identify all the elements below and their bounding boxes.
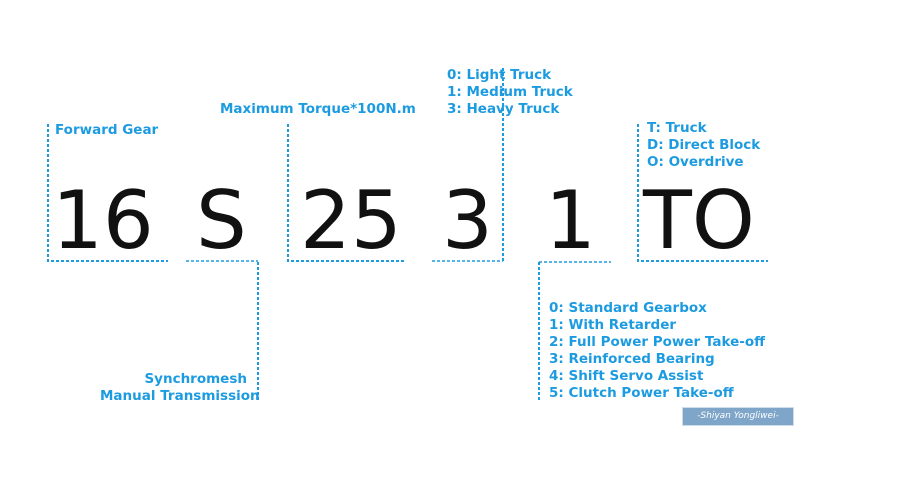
code-option: 1	[545, 174, 596, 267]
code-truck-class: 3	[442, 174, 493, 267]
synchromesh-line: Synchromesh	[144, 371, 247, 387]
forward-gear-label: Forward Gear	[55, 122, 159, 138]
synchromesh-label: Synchromesh Manual Transmission	[100, 371, 260, 405]
option-list: 0: Standard Gearbox 1: With Retarder 2: …	[549, 300, 765, 402]
suffix-option-item: O: Overdrive	[647, 154, 744, 170]
option-item: 5: Clutch Power Take-off	[549, 385, 734, 401]
truck-class-item: 3: Heavy Truck	[447, 101, 560, 117]
suffix-options-list: T: Truck D: Direct Block O: Overdrive	[647, 120, 760, 171]
option-item: 4: Shift Servo Assist	[549, 368, 704, 384]
torque-connector	[287, 124, 406, 262]
code-torque: 25	[300, 174, 402, 267]
synchromesh-line: Manual Transmission	[100, 388, 260, 404]
option-item: 2: Full Power Power Take-off	[549, 334, 766, 350]
truck-class-list: 0: Light Truck 1: Medium Truck 3: Heavy …	[447, 67, 573, 118]
truck-class-item: 1: Medium Truck	[447, 84, 573, 100]
suffix-connector	[637, 124, 768, 262]
code-gears: 16	[52, 174, 154, 267]
code-type: S	[196, 174, 247, 267]
watermark-badge: -Shiyan Yongliwei-	[682, 407, 794, 426]
forward-gear-connector	[47, 124, 168, 262]
suffix-option-item: T: Truck	[647, 120, 707, 136]
truck-class-item: 0: Light Truck	[447, 67, 552, 83]
option-item: 3: Reinforced Bearing	[549, 351, 715, 367]
option-item: 0: Standard Gearbox	[549, 300, 707, 316]
code-suffix: TO	[643, 174, 755, 267]
suffix-option-item: D: Direct Block	[647, 137, 761, 153]
option-item: 1: With Retarder	[549, 317, 677, 333]
max-torque-label: Maximum Torque*100N.m	[220, 101, 416, 117]
